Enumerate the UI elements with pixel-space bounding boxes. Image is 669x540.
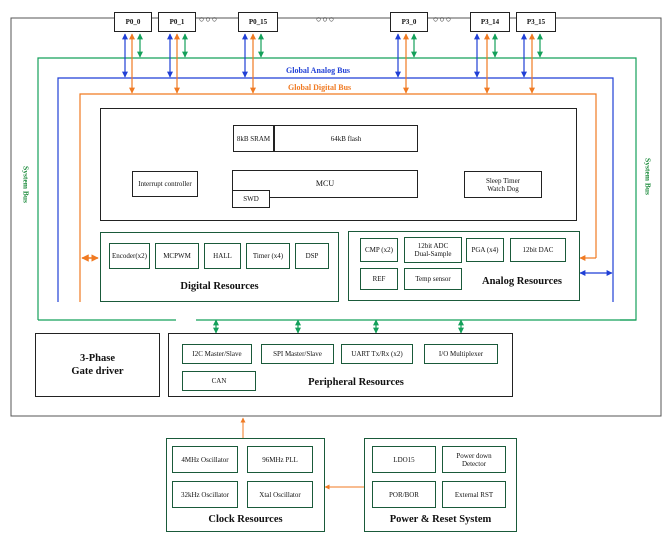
- adc-label: 12bit ADC Dual-Sample: [414, 242, 452, 258]
- adc-box: 12bit ADC Dual-Sample: [404, 237, 462, 263]
- pin-label: P3_0: [401, 18, 417, 26]
- dac-box: 12bit DAC: [510, 238, 566, 262]
- gate-driver-label: 3-Phase Gate driver: [71, 353, 124, 377]
- i2c-box: I2C Master/Slave: [182, 344, 252, 364]
- spi-box: SPI Master/Slave: [261, 344, 334, 364]
- system-bus-left-label: System Bus: [21, 166, 31, 203]
- pin-label: P0_0: [125, 18, 141, 26]
- external-rst-label: External RST: [454, 490, 494, 499]
- pga-box: PGA (x4): [466, 238, 504, 262]
- pin-p3-14: P3_14: [470, 12, 510, 32]
- xtal-osc-label: Xtal Oscillator: [259, 490, 301, 499]
- sleep-timer-label: Sleep Timer Watch Dog: [485, 176, 521, 193]
- pin-p0-0: P0_0: [114, 12, 152, 32]
- xtal-osc-box: Xtal Oscillator: [247, 481, 313, 508]
- power-reset-title: Power & Reset System: [389, 514, 492, 525]
- hall-label: HALL: [213, 252, 232, 260]
- flash-box: 64kB flash: [274, 125, 418, 152]
- cmp-label: CMP (x2): [365, 246, 393, 254]
- gate-driver-box: 3-Phase Gate driver: [35, 333, 160, 397]
- power-down-label: Power down Detector: [456, 451, 492, 468]
- dsp-box: DSP: [295, 243, 329, 269]
- pin-p0-15: P0_15: [238, 12, 278, 32]
- ldo15-label: LDO15: [393, 455, 415, 464]
- sram-box: 8kB SRAM: [233, 125, 274, 152]
- can-label: CAN: [211, 377, 227, 385]
- uart-box: UART Tx/Rx (x2): [341, 344, 413, 364]
- analog-resources-title: Analog Resources: [481, 276, 562, 287]
- por-bor-label: POR/BOR: [389, 490, 419, 499]
- peripheral-resources-title: Peripheral Resources: [308, 377, 404, 388]
- pin-label: P0_1: [169, 18, 185, 26]
- swd-label: SWD: [243, 195, 259, 203]
- mcu-label: MCU: [315, 179, 335, 188]
- pga-label: PGA (x4): [471, 246, 499, 254]
- io-mux-label: I/O Multiplexer: [438, 350, 484, 358]
- timer-label: Timer (x4): [252, 252, 284, 260]
- spi-label: SPI Master/Slave: [273, 350, 322, 358]
- sleep-timer-box: Sleep Timer Watch Dog: [464, 171, 542, 198]
- osc-32khz-box: 32kHz Oscillator: [172, 481, 238, 508]
- pll-96mhz-box: 96MHz PLL: [247, 446, 313, 473]
- mcpwm-label: MCPWM: [163, 252, 191, 260]
- global-analog-bus-label: Global Analog Bus: [286, 66, 351, 75]
- interrupt-controller-box: Interrupt controller: [132, 171, 198, 197]
- pll-96mhz-label: 96MHz PLL: [262, 455, 298, 464]
- hall-box: HALL: [204, 243, 241, 269]
- pin-ellipsis-1: ○○○: [199, 14, 219, 24]
- pin-ellipsis-2: ○○○: [316, 14, 336, 24]
- io-mux-box: I/O Multiplexer: [424, 344, 498, 364]
- pin-p3-15: P3_15: [516, 12, 556, 32]
- encoder-box: Encoder(x2): [109, 243, 150, 269]
- clock-resources-title: Clock Resources: [208, 514, 283, 525]
- external-rst-box: External RST: [442, 481, 506, 508]
- temp-sensor-box: Temp sensor: [404, 268, 462, 290]
- osc-32khz-label: 32kHz Oscillator: [180, 490, 229, 499]
- pin-label: P3_15: [526, 18, 546, 26]
- timer-box: Timer (x4): [246, 243, 290, 269]
- system-bus-right-label: System Bus: [643, 158, 653, 195]
- temp-sensor-label: Temp sensor: [415, 275, 451, 283]
- i2c-label: I2C Master/Slave: [192, 350, 242, 358]
- osc-4mhz-box: 4MHz Oscillator: [172, 446, 238, 473]
- ldo15-box: LDO15: [372, 446, 436, 473]
- sram-label: 8kB SRAM: [236, 134, 271, 143]
- power-down-detector-box: Power down Detector: [442, 446, 506, 473]
- swd-box: SWD: [232, 190, 270, 208]
- encoder-label: Encoder(x2): [112, 252, 147, 260]
- cmp-box: CMP (x2): [360, 238, 398, 262]
- por-bor-box: POR/BOR: [372, 481, 436, 508]
- flash-label: 64kB flash: [330, 134, 362, 143]
- mcpwm-box: MCPWM: [155, 243, 199, 269]
- ref-box: REF: [360, 268, 398, 290]
- pin-p3-0: P3_0: [390, 12, 428, 32]
- ref-label: REF: [372, 275, 386, 283]
- digital-resources-title: Digital Resources: [180, 281, 259, 292]
- dsp-label: DSP: [305, 252, 319, 260]
- pin-label: P3_14: [480, 18, 500, 26]
- can-box: CAN: [182, 371, 256, 391]
- mcu-box: MCU: [232, 170, 418, 198]
- pin-ellipsis-3: ○○○: [433, 14, 453, 24]
- pin-p0-1: P0_1: [158, 12, 196, 32]
- interrupt-label: Interrupt controller: [138, 180, 192, 188]
- uart-label: UART Tx/Rx (x2): [351, 350, 403, 358]
- dac-label: 12bit DAC: [522, 246, 554, 254]
- osc-4mhz-label: 4MHz Oscillator: [181, 455, 229, 464]
- global-digital-bus-label: Global Digital Bus: [288, 83, 352, 92]
- pin-label: P0_15: [248, 18, 268, 26]
